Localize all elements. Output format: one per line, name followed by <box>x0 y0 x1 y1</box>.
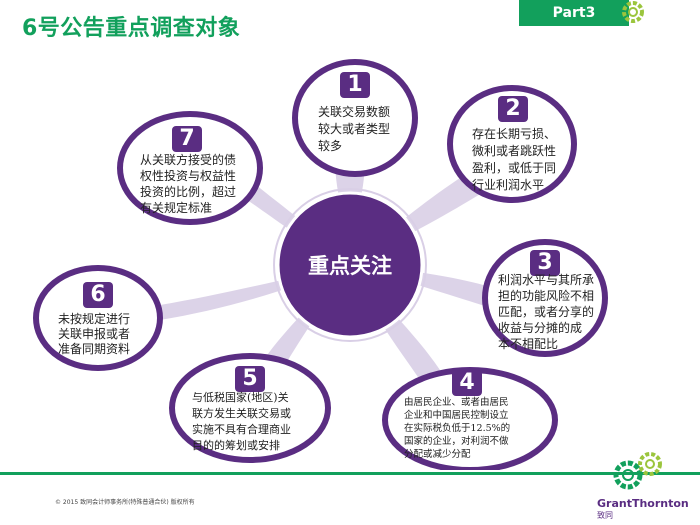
part-tab: Part3 <box>519 0 629 26</box>
node-4-text: 由居民企业、或者由居民企业和中国居民控制设立在实际税负低于12.5%的国家的企业… <box>404 397 511 460</box>
node-5-circle <box>169 353 331 463</box>
node-6-number: 6 <box>90 282 106 307</box>
node-3-text: 利润水平与其所承担的功能风险不相匹配，或者分享的收益与分摊的成本不相配比 <box>498 273 595 351</box>
node-1-number: 1 <box>347 72 363 97</box>
node-7-number: 7 <box>179 126 195 151</box>
node-1-circle <box>292 59 418 177</box>
node-4-number: 4 <box>459 370 475 395</box>
node-6-circle <box>33 265 163 371</box>
node-6-text: 未按规定进行关联申报或者准备同期资料 <box>58 312 131 356</box>
node-5-text: 与低税国家(地区)关联方发生关联交易或实施不具有合理商业目的的筹划或安排 <box>192 391 291 452</box>
gear-logo-icon <box>613 452 662 490</box>
node-3-number: 3 <box>537 250 553 275</box>
brand-logo-text: GrantThornton <box>597 497 689 510</box>
node-2-circle <box>447 85 577 203</box>
copyright-text: © 2015 致同会计师事务所(特殊普通合伙) 版权所有 <box>55 499 195 506</box>
node-5-number: 5 <box>242 366 258 391</box>
node-2-number: 2 <box>505 96 521 121</box>
page-title: 6号公告重点调查对象 <box>22 16 241 41</box>
footer-divider <box>0 472 700 475</box>
node-7-text: 从关联方接受的债权性投资与权益性投资的比例，超过有关规定标准 <box>140 153 237 215</box>
gear-icon <box>622 1 644 23</box>
node-1-text: 关联交易数额较大或者类型较多 <box>318 105 391 153</box>
center-label: 重点关注 <box>308 254 392 278</box>
brand-sub-text: 致同 <box>597 511 613 520</box>
node-7-circle <box>117 111 263 225</box>
node-3-circle <box>482 239 608 357</box>
focus-diagram <box>33 59 608 470</box>
node-2-text: 存在长期亏损、微利或者跳跃性盈利，或低于同行业利润水平 <box>472 127 557 192</box>
